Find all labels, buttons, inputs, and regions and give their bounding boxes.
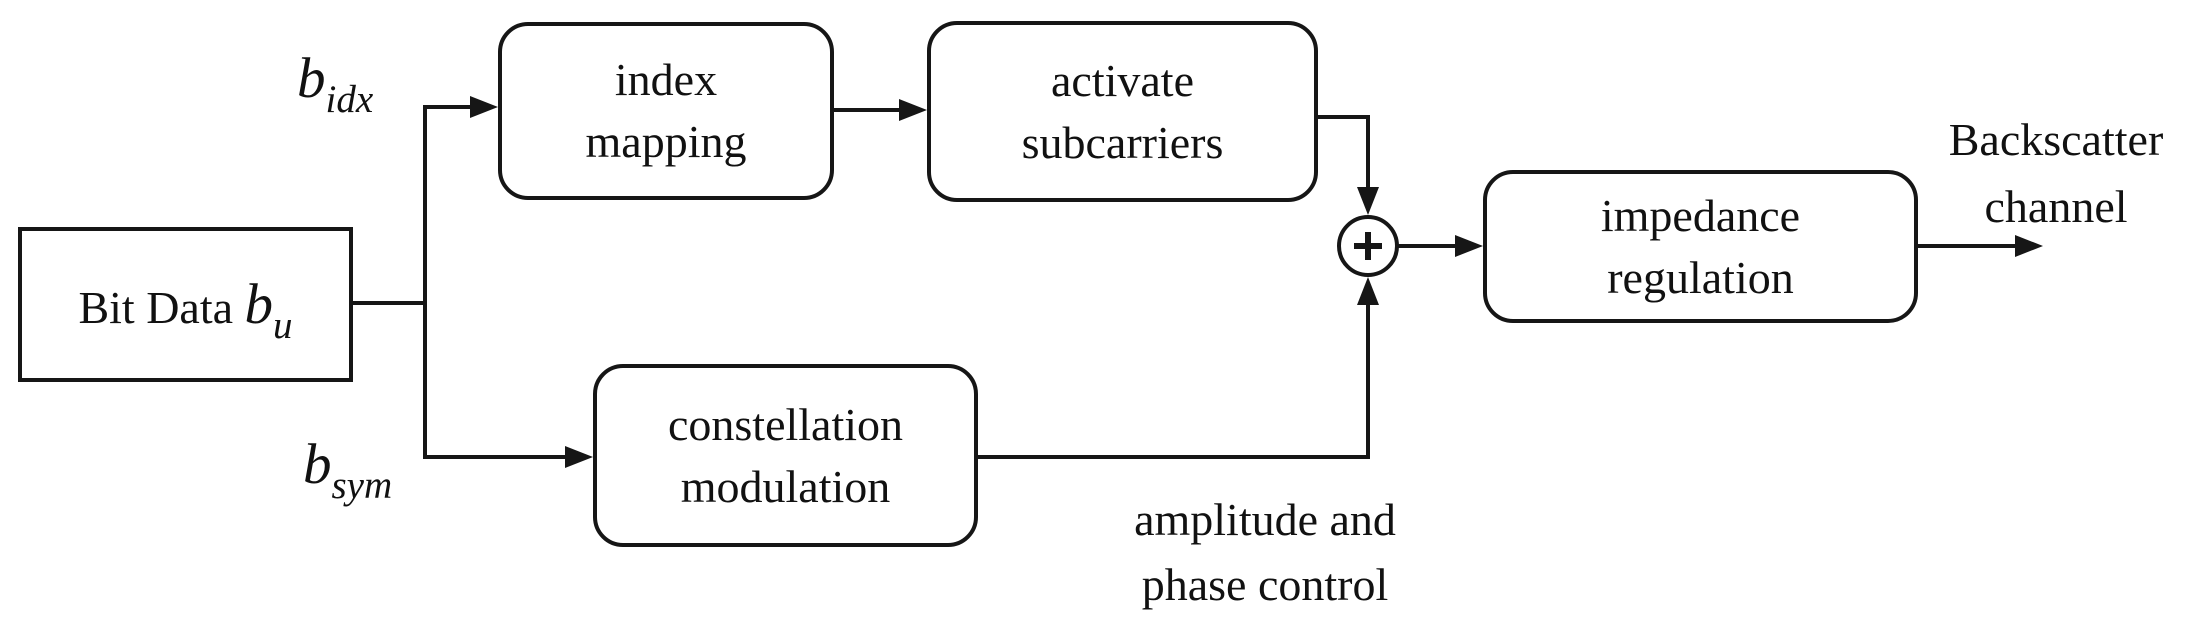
bit-data-box: Bit Data bu — [18, 227, 353, 382]
b-idx-subscript: idx — [325, 78, 374, 121]
arrowhead-into-sum-bottom — [1357, 277, 1379, 305]
connector-constellation-up — [1366, 303, 1370, 459]
connector-bitdata-branch — [353, 301, 425, 305]
b-sym-base: b — [303, 433, 332, 496]
connector-constellation-out — [978, 455, 1370, 459]
connector-activate-out — [1318, 115, 1370, 119]
arrowhead-into-sum-top — [1357, 187, 1379, 215]
constellation-modulation-label: constellation modulation — [667, 398, 904, 512]
impedance-regulation-label: impedance regulation — [1600, 189, 1801, 303]
connector-indexmapping-activate — [834, 108, 901, 112]
bit-data-var: b — [244, 272, 274, 336]
activate-subcarriers-box: activate subcarriers — [927, 21, 1318, 202]
arrowhead-into-index-mapping — [470, 96, 498, 118]
arrowhead-into-impedance — [1455, 235, 1483, 257]
impedance-regulation-box: impedance regulation — [1483, 170, 1918, 323]
bit-data-var-subscript: u — [273, 303, 293, 347]
connector-branch-indexmapping — [423, 105, 472, 109]
arrowhead-into-activate-subcarriers — [899, 99, 927, 121]
annotation-amplitude-phase: amplitude and phase control — [1134, 494, 1396, 610]
connector-sum-impedance — [1397, 244, 1457, 248]
connector-branch-trunk — [423, 105, 427, 459]
signal-label-b-sym: bsym — [303, 433, 392, 505]
connector-impedance-output — [1918, 244, 2017, 248]
arrowhead-into-constellation — [565, 446, 593, 468]
index-mapping-label: index mapping — [585, 54, 747, 167]
activate-subcarriers-label: activate subcarriers — [1021, 54, 1224, 168]
b-sym-subscript: sym — [331, 464, 393, 507]
b-idx-base: b — [297, 47, 326, 110]
connector-activate-down — [1366, 115, 1370, 189]
annotation-backscatter-channel: Backscatter channel — [1948, 114, 2164, 232]
constellation-modulation-box: constellation modulation — [593, 364, 978, 547]
connector-branch-constellation — [423, 455, 567, 459]
signal-label-b-idx: bidx — [297, 47, 373, 119]
sum-node — [1337, 215, 1399, 277]
arrowhead-output — [2015, 235, 2043, 257]
bit-data-label: Bit Data bu — [78, 272, 292, 345]
index-mapping-box: index mapping — [498, 22, 834, 200]
plus-icon — [1365, 232, 1371, 260]
bit-data-label-text: Bit Data — [78, 281, 245, 333]
